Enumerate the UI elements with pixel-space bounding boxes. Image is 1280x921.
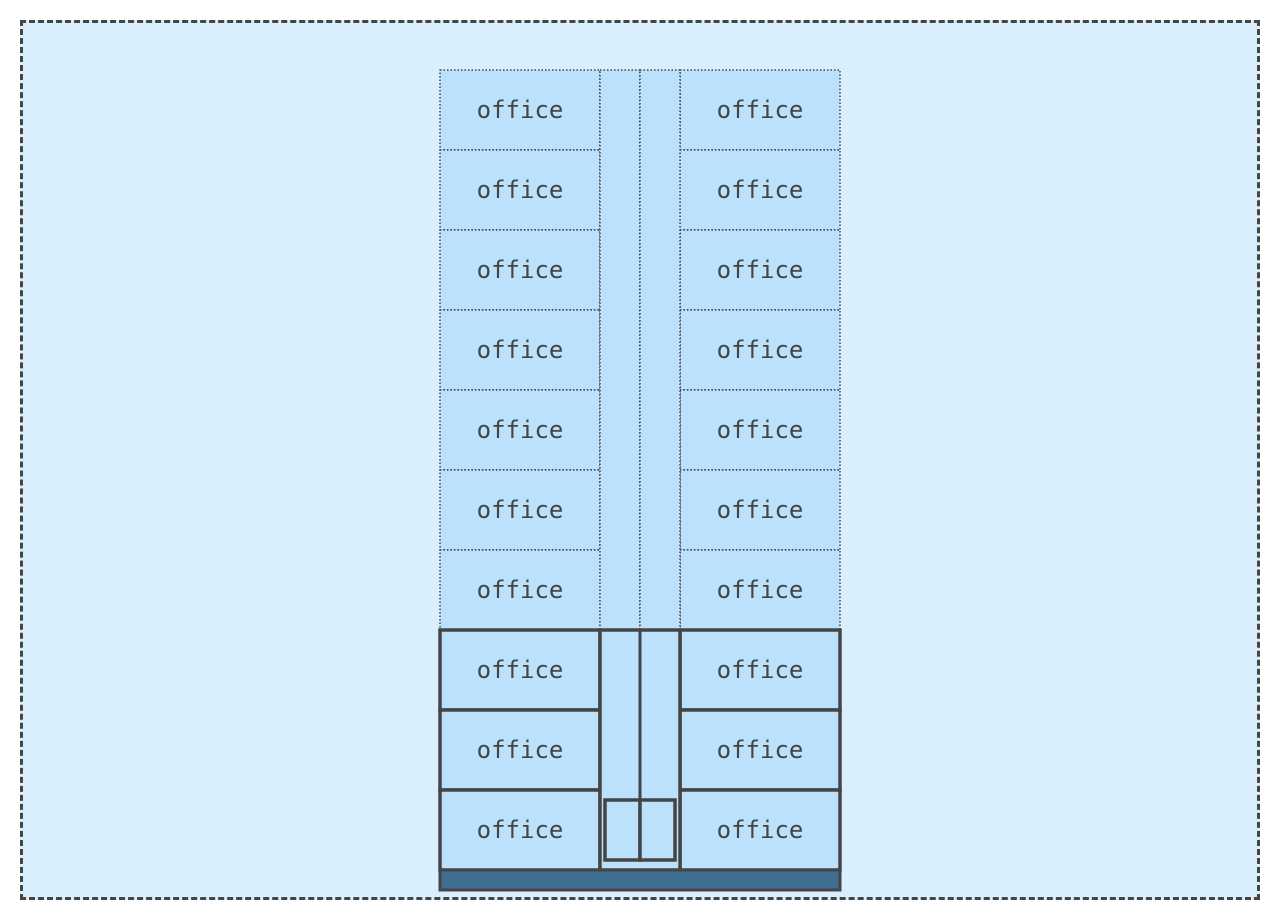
planned-office-left [439, 69, 601, 151]
planned-office-left [439, 549, 601, 631]
built-office-left [438, 708, 602, 792]
office-label-left: office [477, 736, 564, 764]
ground-slab [438, 868, 842, 892]
office-label-right: office [717, 496, 804, 524]
office-label-left: office [477, 656, 564, 684]
entrance-door-right [638, 798, 677, 862]
planned-elevator-shaft [639, 69, 681, 631]
built-office-right [678, 628, 842, 712]
built-office-left [438, 628, 602, 712]
office-label-left: office [477, 816, 564, 844]
office-label-right: office [717, 176, 804, 204]
office-label-left: office [477, 576, 564, 604]
office-label-right: office [717, 656, 804, 684]
office-label-right: office [717, 736, 804, 764]
planned-stairwell [599, 69, 641, 631]
office-label-right: office [717, 816, 804, 844]
office-label-right: office [717, 336, 804, 364]
planned-floors [439, 69, 841, 631]
planned-office-right [679, 549, 841, 631]
office-label-left: office [477, 176, 564, 204]
planned-office-left [439, 149, 601, 231]
office-label-right: office [717, 416, 804, 444]
planned-office-right [679, 149, 841, 231]
office-label-right: office [717, 256, 804, 284]
room-labels: office office office office office office offi… [477, 96, 804, 844]
office-label-right: office [717, 576, 804, 604]
office-label-left: office [477, 256, 564, 284]
built-floors [438, 628, 842, 892]
office-label-right: office [717, 96, 804, 124]
planned-office-right [679, 469, 841, 551]
office-label-left: office [477, 416, 564, 444]
office-label-left: office [477, 336, 564, 364]
entrance-door-left [603, 798, 642, 862]
planned-office-right [679, 69, 841, 151]
office-label-left: office [477, 96, 564, 124]
office-label-left: office [477, 496, 564, 524]
built-office-left [438, 788, 602, 872]
planned-office-left [439, 229, 601, 311]
